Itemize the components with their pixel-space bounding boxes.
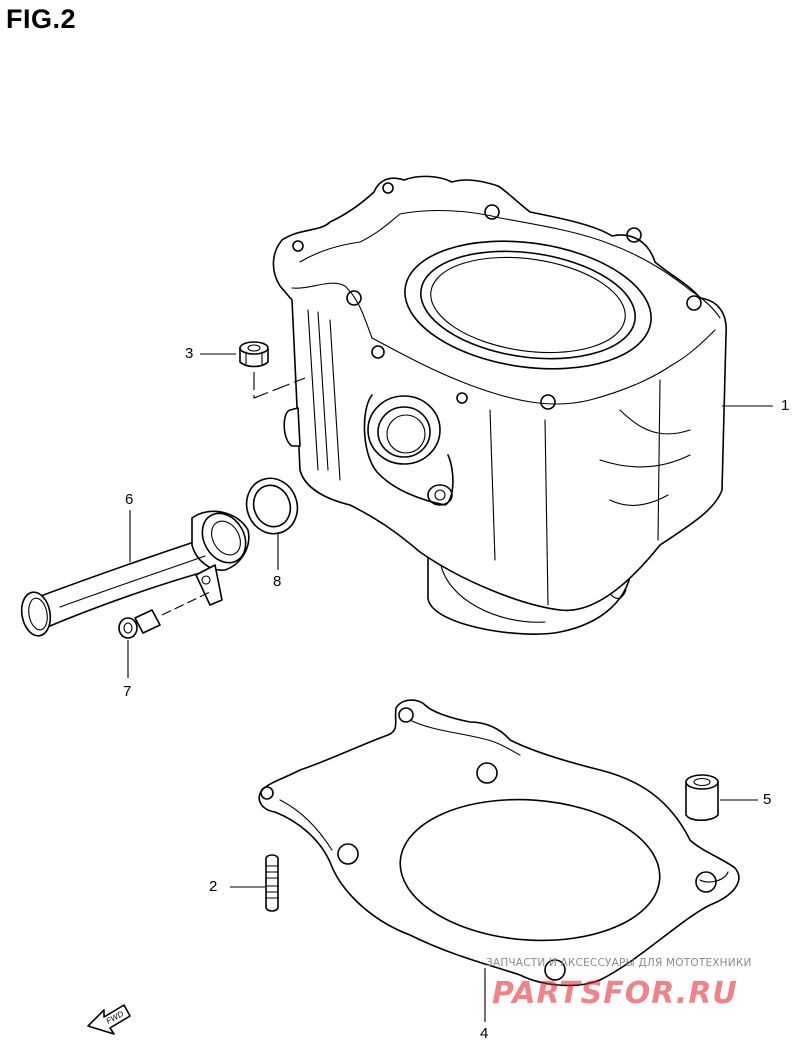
watermark-logo: PARTSFOR.RU [492,976,738,1011]
callout-6: 6 [125,491,134,508]
flange-nut-part [239,341,306,399]
callout-1: 1 [781,397,790,414]
stud-part [265,854,279,912]
callout-7: 7 [123,683,132,700]
callout-4: 4 [480,1025,489,1042]
cylinder-part [272,175,727,635]
intake-pipe-part [20,510,250,637]
callout-8: 8 [273,573,282,590]
leader-lines [127,353,773,1022]
o-ring-part [245,477,299,535]
callout-5: 5 [763,791,772,808]
callout-2: 2 [209,878,218,895]
bolt-part [118,591,211,639]
fwd-arrow-icon: FWD [87,1004,131,1035]
figure-title: FIG.2 [6,4,77,34]
dowel-pin-part [685,774,719,822]
watermark-caption: ЗАПЧАСТИ И АКСЕССУАРЫ ДЛЯ МОТОТЕХНИКИ [486,957,752,969]
cylinder-gasket-part [258,699,740,987]
callout-3: 3 [185,345,194,362]
